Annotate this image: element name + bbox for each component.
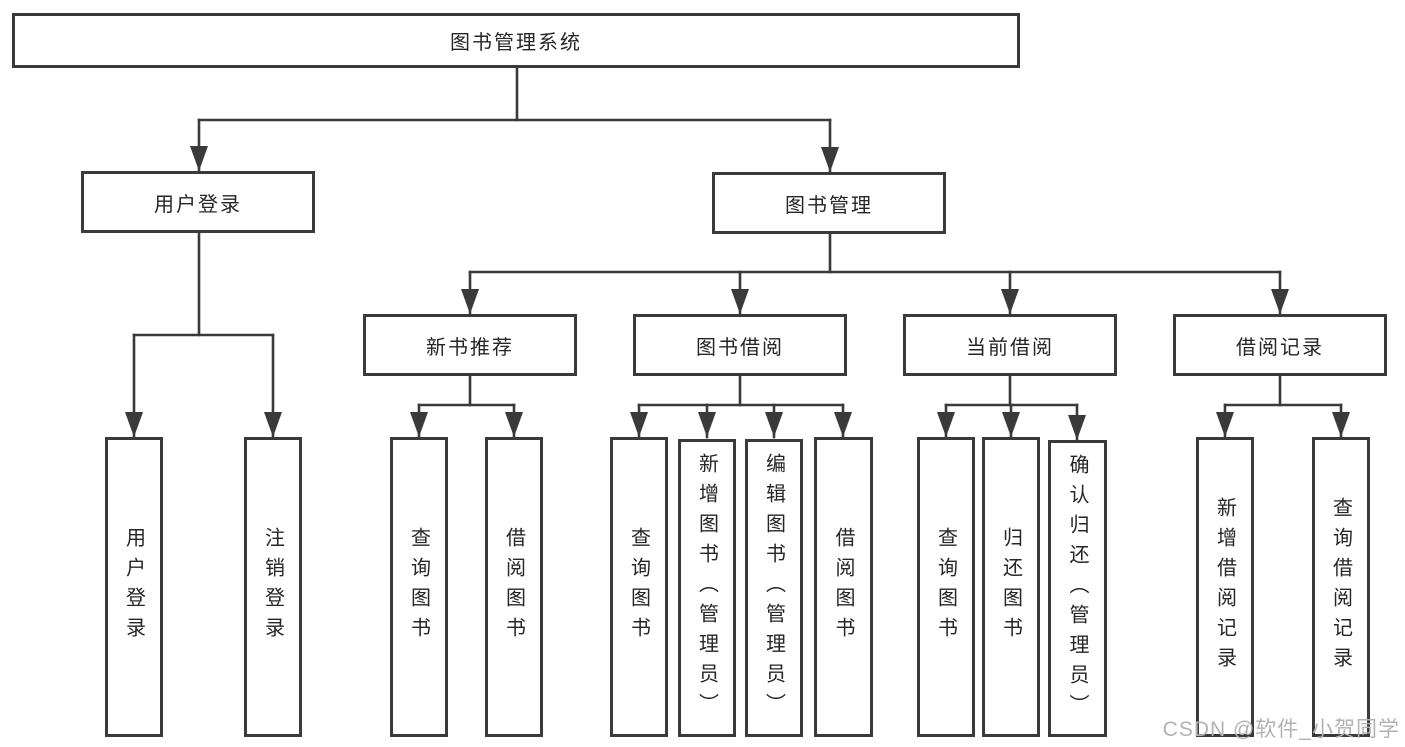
node-label: 当前借阅 bbox=[966, 336, 1054, 359]
leaf-recommend-query-books: 查询图书 bbox=[390, 437, 448, 737]
node-label: 编辑图书（管理员） bbox=[762, 453, 785, 723]
leaf-user-login: 用户登录 bbox=[105, 437, 163, 737]
node-label: 查询图书 bbox=[407, 527, 430, 647]
leaf-current-return-books: 归还图书 bbox=[982, 437, 1040, 737]
leaf-current-query-books: 查询图书 bbox=[917, 437, 975, 737]
leaf-borrow-query-books: 查询图书 bbox=[610, 437, 668, 737]
leaf-logout: 注销登录 bbox=[244, 437, 302, 737]
node-label: 图书借阅 bbox=[696, 336, 784, 359]
node-book-management: 图书管理 bbox=[712, 172, 946, 234]
node-book-borrow: 图书借阅 bbox=[633, 314, 847, 376]
node-label: 借阅图书 bbox=[502, 527, 525, 647]
leaf-records-query-record: 查询借阅记录 bbox=[1312, 437, 1370, 737]
node-borrow-records: 借阅记录 bbox=[1173, 314, 1387, 376]
leaf-current-confirm-return-admin: 确认归还（管理员） bbox=[1048, 440, 1107, 737]
node-label: 图书管理系统 bbox=[450, 32, 582, 54]
leaf-recommend-borrow-books: 借阅图书 bbox=[485, 437, 543, 737]
node-label: 借阅图书 bbox=[832, 527, 854, 647]
leaf-borrow-edit-books-admin: 编辑图书（管理员） bbox=[745, 439, 803, 737]
node-label: 新增图书（管理员） bbox=[695, 453, 718, 723]
node-label: 查询图书 bbox=[934, 527, 957, 647]
node-label: 新书推荐 bbox=[426, 336, 514, 359]
node-label: 确认归还（管理员） bbox=[1066, 453, 1088, 724]
node-new-book-recommend: 新书推荐 bbox=[363, 314, 577, 376]
node-label: 归还图书 bbox=[999, 527, 1022, 647]
node-label: 用户登录 bbox=[154, 193, 242, 216]
node-label: 新增借阅记录 bbox=[1213, 497, 1236, 677]
node-label: 查询借阅记录 bbox=[1329, 497, 1352, 677]
node-user-login: 用户登录 bbox=[81, 171, 315, 233]
leaf-records-add-record: 新增借阅记录 bbox=[1196, 437, 1254, 737]
leaf-borrow-add-books-admin: 新增图书（管理员） bbox=[678, 439, 736, 737]
leaf-borrow-borrow-books: 借阅图书 bbox=[814, 437, 873, 737]
node-label: 注销登录 bbox=[261, 527, 284, 647]
node-library-management-system: 图书管理系统 bbox=[12, 13, 1020, 68]
node-label: 借阅记录 bbox=[1236, 336, 1324, 359]
node-label: 用户登录 bbox=[122, 527, 145, 647]
node-current-borrow: 当前借阅 bbox=[903, 314, 1117, 376]
node-label: 查询图书 bbox=[627, 527, 650, 647]
node-label: 图书管理 bbox=[785, 194, 873, 217]
